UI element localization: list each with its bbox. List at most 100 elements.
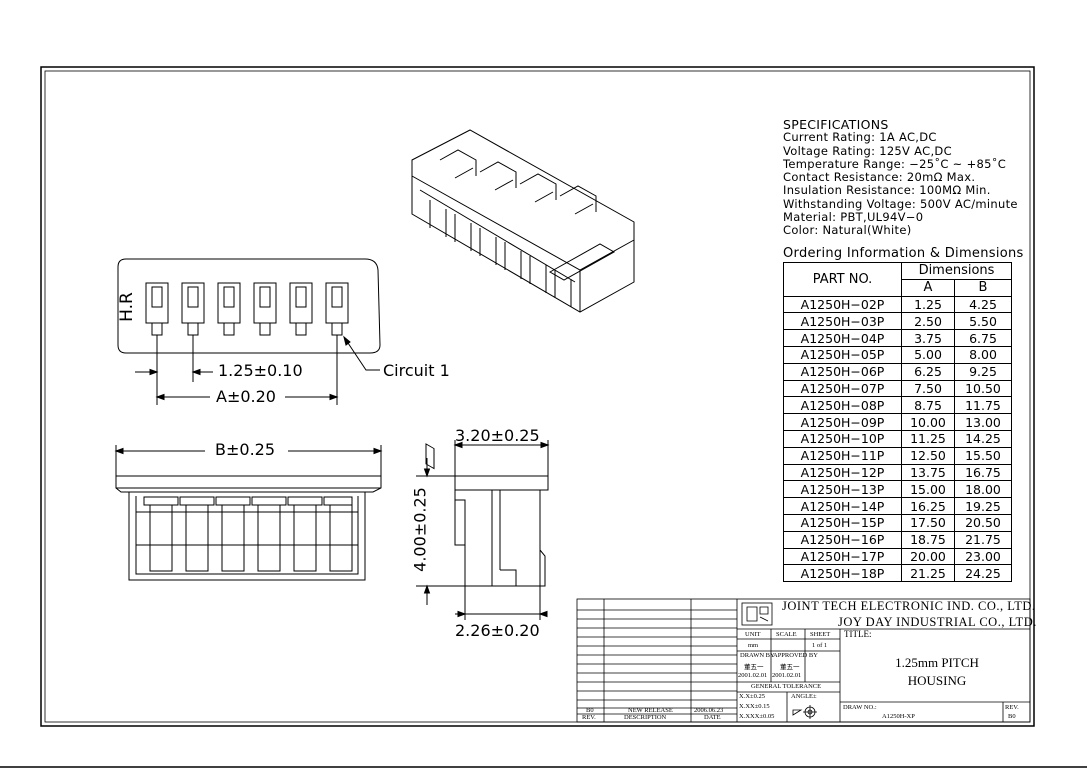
unit-value: mm bbox=[748, 642, 759, 649]
pitch-dimension: 1.25±0.10 bbox=[218, 361, 303, 380]
drawing-title-1: 1.25mm PITCH bbox=[895, 655, 979, 670]
spec-line: Current Rating: 1A AC,DC bbox=[783, 130, 937, 145]
b-cell: 23.00 bbox=[954, 547, 1012, 566]
b-cell: 15.50 bbox=[954, 446, 1012, 465]
spec-line: Withstanding Voltage: 500V AC/minute bbox=[783, 196, 1018, 211]
approved-date: 2001.02.01 bbox=[772, 672, 802, 679]
rev-row-desc: NEW RELEASE bbox=[628, 707, 673, 714]
inner-frame bbox=[44, 70, 1031, 723]
spec-line: Material: PBT,UL94V−0 bbox=[783, 210, 924, 225]
company-name-1: JOINT TECH ELECTRONIC IND. CO., LTD. bbox=[782, 599, 1036, 613]
specifications-heading: SPECIFICATIONS bbox=[783, 117, 889, 132]
scale-label: SCALE bbox=[776, 631, 797, 638]
part-no-cell: A1250H−06P bbox=[783, 362, 902, 381]
a-cell: 3.75 bbox=[901, 329, 955, 347]
rev-value: B0 bbox=[1008, 713, 1016, 720]
isometric-view bbox=[411, 129, 635, 470]
rev-head-rev: REV. bbox=[582, 714, 596, 721]
a-cell: 6.25 bbox=[901, 362, 955, 381]
a-cell: 13.75 bbox=[901, 463, 955, 482]
part-no-cell: A1250H−02P bbox=[783, 295, 902, 314]
a-cell: 7.50 bbox=[901, 379, 955, 398]
spec-line: Insulation Resistance: 100MΩ Min. bbox=[783, 183, 991, 198]
b-cell: 19.25 bbox=[954, 497, 1012, 515]
width-dimension: 3.20±0.25 bbox=[455, 426, 540, 445]
drawn-label: DRAWN BY bbox=[740, 652, 775, 659]
col-part-no: PART NO. bbox=[783, 262, 902, 297]
b-cell: 8.00 bbox=[954, 345, 1012, 364]
part-no-cell: A1250H−10P bbox=[783, 429, 902, 448]
a-cell: 17.50 bbox=[901, 513, 955, 532]
a-cell: 10.00 bbox=[901, 413, 955, 431]
b-cell: 16.75 bbox=[954, 463, 1012, 482]
angle-label: ANGLE± bbox=[791, 693, 817, 700]
spec-line: Temperature Range: −25˚C ~ +85˚C bbox=[783, 156, 1007, 171]
rev-head-date: DATE bbox=[704, 714, 721, 721]
b-cell: 4.25 bbox=[954, 295, 1012, 314]
tolerance-label: GENERAL TOLERANCE bbox=[751, 683, 822, 690]
part-no-cell: A1250H−12P bbox=[783, 463, 902, 482]
unit-label: UNIT bbox=[745, 631, 761, 638]
b-cell: 6.75 bbox=[954, 329, 1012, 347]
part-no-cell: A1250H−16P bbox=[783, 530, 902, 549]
part-no-cell: A1250H−07P bbox=[783, 379, 902, 398]
outer-frame bbox=[40, 66, 1035, 727]
title-block bbox=[576, 598, 1031, 723]
title-label: TITLE: bbox=[844, 629, 872, 639]
b-cell: 21.75 bbox=[954, 530, 1012, 549]
part-no-cell: A1250H−14P bbox=[783, 497, 902, 515]
b-cell: 5.50 bbox=[954, 312, 1012, 331]
draw-no: A1250H-XP bbox=[882, 713, 915, 720]
tolerance-2: X.XX±0.15 bbox=[739, 703, 770, 710]
rev-row-date: 2006.06.23 bbox=[694, 707, 724, 714]
b-cell: 24.25 bbox=[954, 564, 1012, 583]
approved-name: 董五一 bbox=[780, 663, 800, 671]
part-no-cell: A1250H−11P bbox=[783, 446, 902, 465]
a-cell: 2.50 bbox=[901, 312, 955, 331]
sheet-value: 1 of 1 bbox=[812, 642, 828, 649]
part-no-cell: A1250H−09P bbox=[783, 413, 902, 431]
part-no-cell: A1250H−08P bbox=[783, 396, 902, 415]
depth-dimension: 2.26±0.20 bbox=[455, 621, 540, 640]
b-cell: 9.25 bbox=[954, 362, 1012, 381]
rev-row-rev: B0 bbox=[586, 707, 594, 714]
b-cell: 20.50 bbox=[954, 513, 1012, 532]
a-cell: 12.50 bbox=[901, 446, 955, 465]
part-no-cell: A1250H−15P bbox=[783, 513, 902, 532]
sheet-label: SHEET bbox=[810, 631, 831, 638]
spec-line: Voltage Rating: 125V AC,DC bbox=[783, 143, 952, 158]
part-no-cell: A1250H−18P bbox=[783, 564, 902, 583]
draw-no-label: DRAW NO.: bbox=[843, 704, 877, 711]
part-no-cell: A1250H−04P bbox=[783, 329, 902, 347]
a-cell: 21.25 bbox=[901, 564, 955, 583]
col-a: A bbox=[901, 278, 955, 297]
a-cell: 11.25 bbox=[901, 429, 955, 448]
spec-line: Color: Natural(White) bbox=[783, 223, 912, 238]
a-cell: 5.00 bbox=[901, 345, 955, 364]
a-cell: 8.75 bbox=[901, 396, 955, 415]
drawn-date: 2001.02.01 bbox=[738, 672, 768, 679]
side-view bbox=[416, 440, 550, 620]
b-dimension: B±0.25 bbox=[215, 440, 276, 459]
a-cell: 18.75 bbox=[901, 530, 955, 549]
rev-label: REV. bbox=[1005, 704, 1019, 711]
a-cell: 16.25 bbox=[901, 497, 955, 515]
ordering-title: Ordering Information & Dimensions bbox=[783, 246, 1024, 261]
part-no-cell: A1250H−03P bbox=[783, 312, 902, 331]
rev-head-desc: DESCRIPTION bbox=[624, 714, 667, 721]
hr-marking: H.R bbox=[116, 292, 137, 322]
a-cell: 1.25 bbox=[901, 295, 955, 314]
